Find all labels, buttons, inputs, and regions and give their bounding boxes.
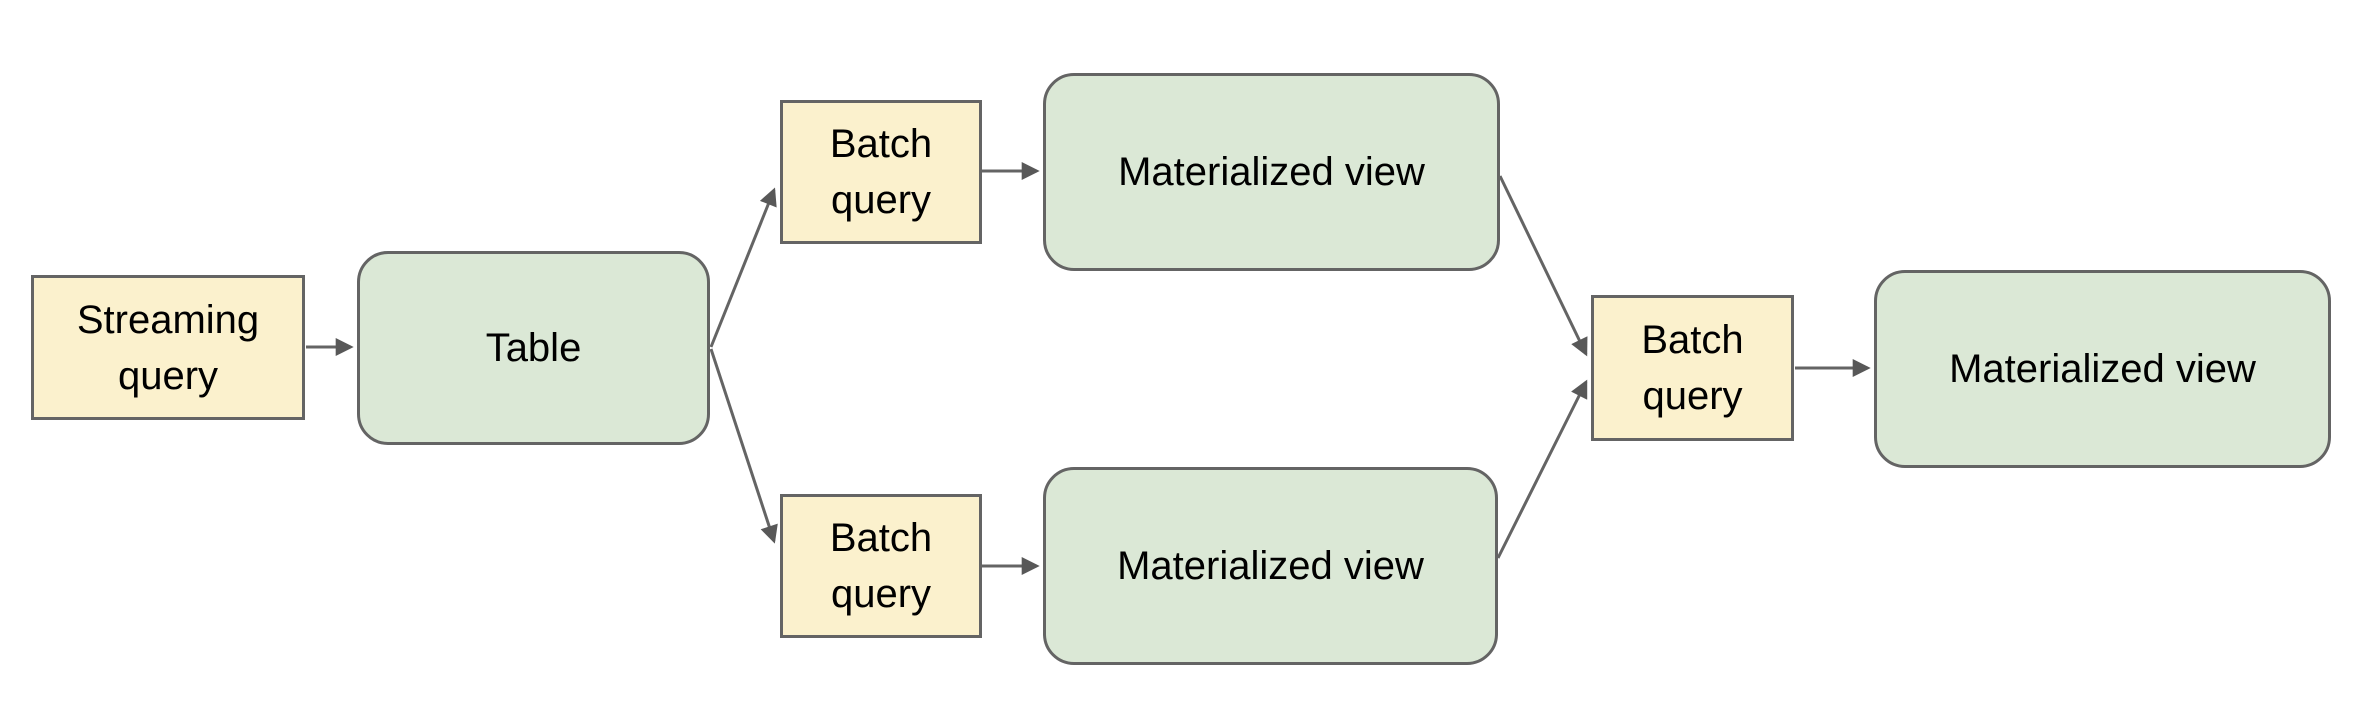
node-materialized-view-top: Materialized view [1043, 73, 1500, 271]
node-materialized-view-bottom: Materialized view [1043, 467, 1498, 665]
arrow-table-to-batch-query-bottom [709, 348, 778, 544]
node-batch-query-right: Batch query [1591, 295, 1794, 441]
node-batch-query-top: Batch query [780, 100, 982, 244]
node-label: Materialized view [1118, 150, 1425, 194]
arrow-materialized-view-top-to-batch-query-right [1498, 175, 1588, 357]
node-label: Batch query [829, 122, 933, 222]
node-batch-query-bottom: Batch query [780, 494, 982, 638]
node-materialized-view-right: Materialized view [1874, 270, 2331, 468]
arrow-materialized-view-bottom-to-batch-query-right [1496, 379, 1588, 559]
node-table: Table [357, 251, 710, 445]
node-label: Materialized view [1949, 347, 2256, 391]
node-label: Batch query [829, 516, 933, 616]
arrow-table-to-batch-query-top [709, 187, 777, 348]
node-label: Batch query [1641, 318, 1744, 418]
node-label: Table [485, 326, 582, 370]
node-label: Materialized view [1117, 544, 1424, 588]
node-streaming-query: Streaming query [31, 275, 305, 420]
node-label: Streaming query [76, 297, 260, 398]
